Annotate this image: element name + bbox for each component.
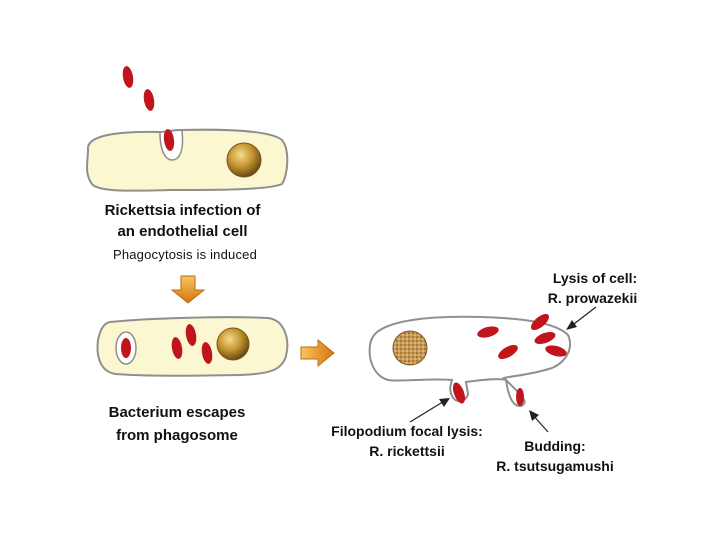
nucleus-2 xyxy=(216,327,250,361)
caption-escape-line2: from phagosome xyxy=(116,427,238,444)
bacterium-entering xyxy=(163,129,175,151)
label-filopodium-title: Filopodium focal lysis: xyxy=(331,423,483,439)
label-budding-title: Budding: xyxy=(524,438,586,454)
bacterium-free-2 xyxy=(143,89,155,111)
pointer-budding xyxy=(529,410,549,433)
caption-phagocytosis: Phagocytosis is induced xyxy=(112,247,258,262)
pointer-lysis xyxy=(566,306,597,330)
bacterium-cytoplasm-2 xyxy=(185,324,197,346)
bacterium-lysis-5 xyxy=(545,345,567,357)
bacterium-lysis-3 xyxy=(534,331,556,345)
caption-infection-line2: an endothelial cell xyxy=(117,223,248,240)
caption-infection-line1: Rickettsia infection of xyxy=(104,202,261,219)
nucleus-1 xyxy=(226,142,262,178)
bacterium-lysis-4 xyxy=(498,345,518,359)
bacterium-cytoplasm-1 xyxy=(171,337,183,359)
label-lysis-species: R. prowazekii xyxy=(547,290,638,306)
bacterium-in-phagosome xyxy=(121,338,131,358)
nucleus-3 xyxy=(392,330,428,366)
label-budding-species: R. tsutsugamushi xyxy=(496,458,614,474)
bacterium-cytoplasm-3 xyxy=(201,342,213,364)
label-lysis-title: Lysis of cell: xyxy=(552,270,638,286)
bacterium-lysis-2 xyxy=(530,313,550,331)
bacterium-budding xyxy=(516,388,524,406)
bacterium-free-1 xyxy=(122,66,134,88)
bacterium-lysis-1 xyxy=(477,326,499,338)
pointer-filopodium xyxy=(409,398,450,423)
label-filopodium-species: R. rickettsii xyxy=(369,443,445,459)
down-arrow xyxy=(170,275,206,304)
caption-escape-line1: Bacterium escapes xyxy=(108,404,246,421)
right-arrow xyxy=(300,338,335,368)
bacterium-filopodium xyxy=(452,382,466,404)
